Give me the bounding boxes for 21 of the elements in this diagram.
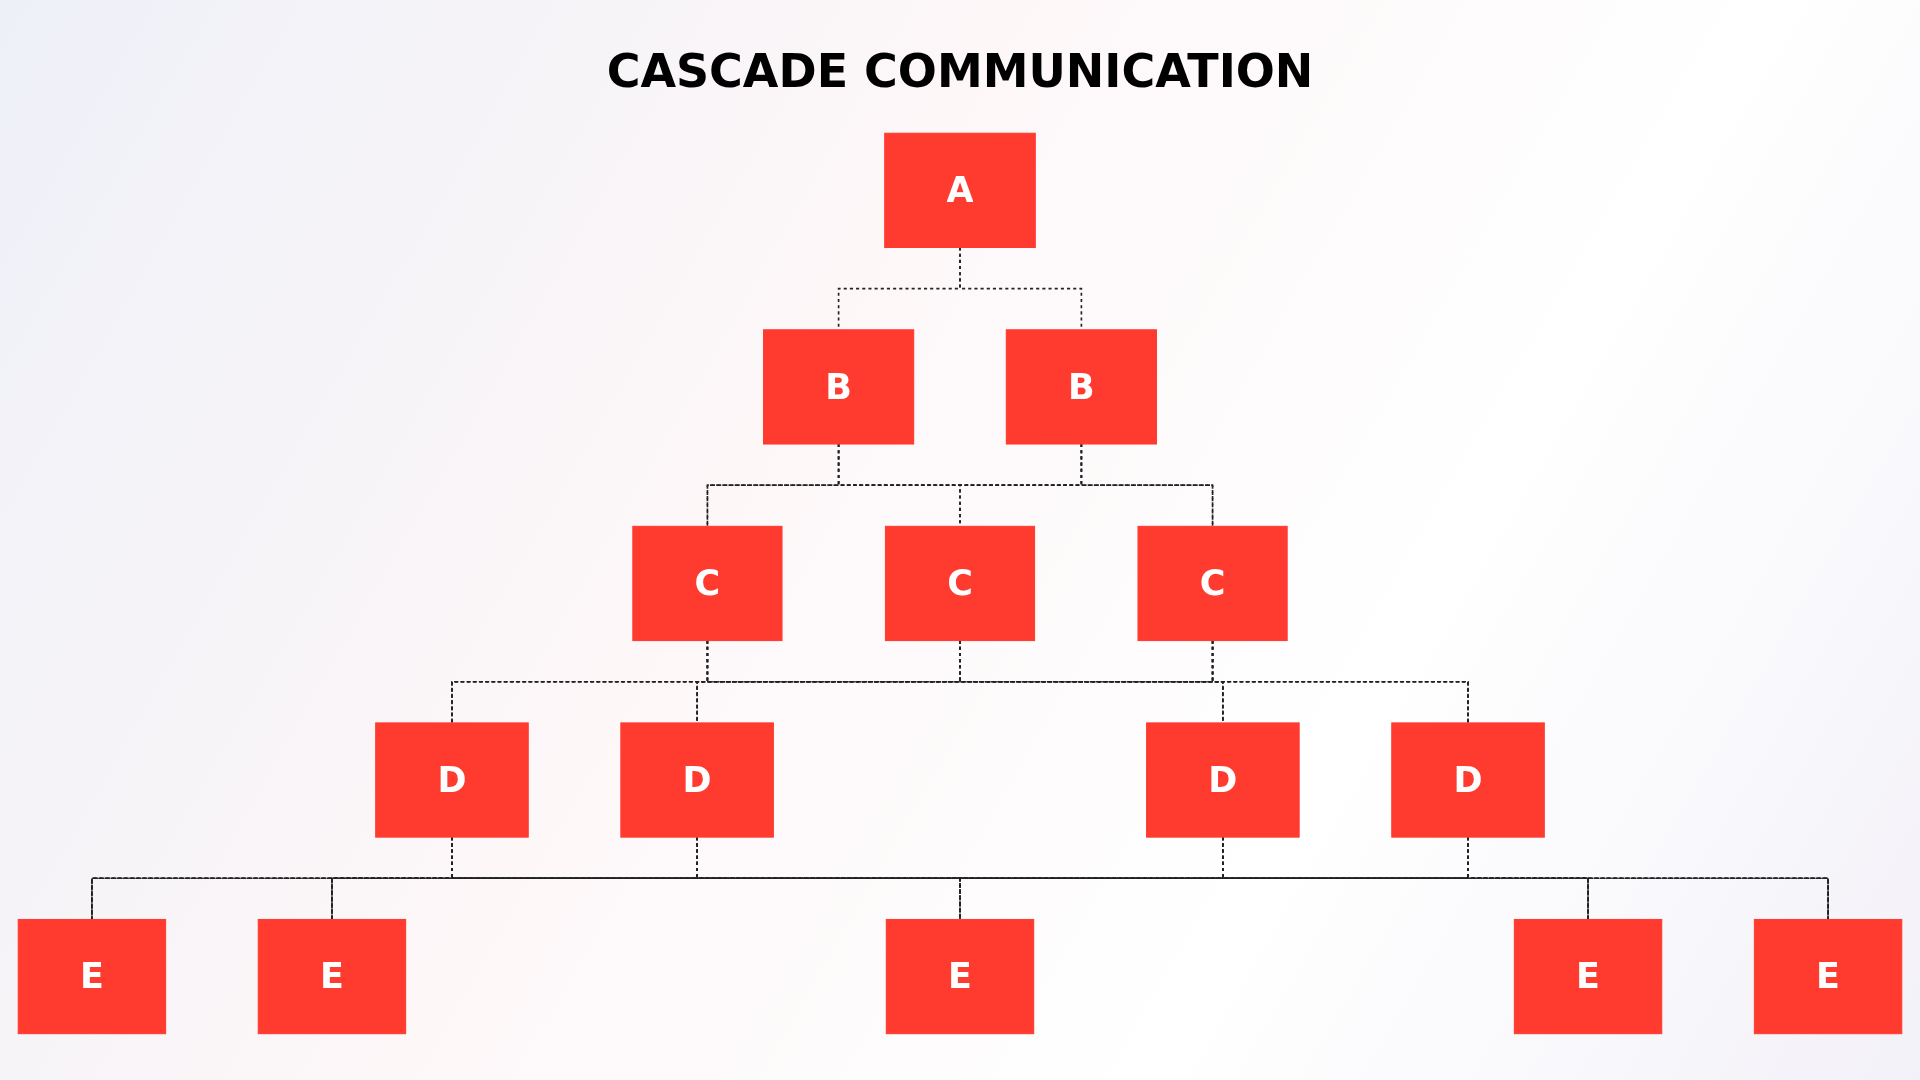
node-box: C	[884, 525, 1036, 642]
node-box: E	[1753, 918, 1903, 1035]
node-box: C	[1137, 525, 1288, 642]
connector	[837, 443, 1214, 528]
node-box: D	[1391, 722, 1545, 838]
node-box: D	[620, 722, 774, 838]
connector	[1080, 443, 1214, 528]
node-box: A	[884, 132, 1036, 248]
node-box: E	[885, 918, 1035, 1035]
node-box: D	[1146, 722, 1300, 838]
connector	[1211, 639, 1469, 724]
node-box: E	[257, 918, 407, 1035]
node-box: E	[1513, 918, 1663, 1035]
node-box: E	[17, 918, 167, 1035]
connector	[959, 639, 1469, 724]
node-box: B	[1005, 329, 1157, 445]
node-box: D	[375, 722, 529, 838]
connector	[706, 639, 1469, 724]
node-box: C	[632, 525, 783, 642]
node-box: B	[763, 329, 915, 445]
diagram-title: CASCADE COMMUNICATION	[605, 43, 1315, 98]
